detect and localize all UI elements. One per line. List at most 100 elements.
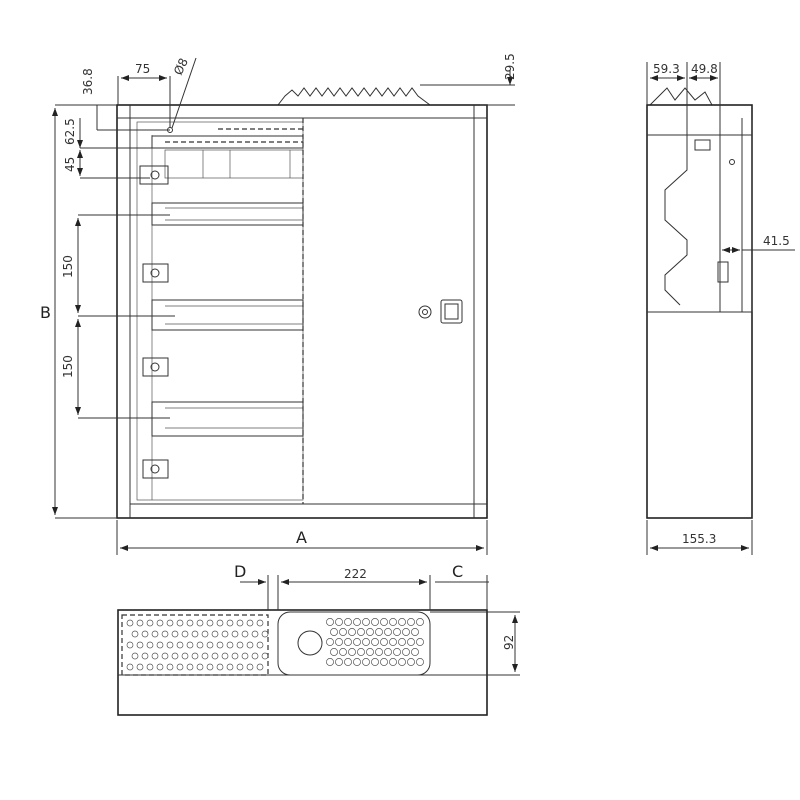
dim-label-d: D (234, 562, 246, 581)
gland-hole (389, 638, 397, 646)
vent-hole (236, 641, 244, 649)
vent-hole (231, 652, 239, 660)
vent-hole (241, 630, 249, 638)
vent-hole (176, 619, 184, 627)
vent-hole (176, 641, 184, 649)
gland-hole (384, 648, 392, 656)
gland-hole (353, 618, 361, 626)
vent-hole (146, 663, 154, 671)
vent-hole (236, 663, 244, 671)
vent-hole (161, 652, 169, 660)
vent-hole (156, 663, 164, 671)
vent-hole (221, 652, 229, 660)
dim-36-8: 36.8 (81, 68, 95, 95)
gland-hole (339, 648, 347, 656)
gland-hole (357, 648, 365, 656)
vent-hole (226, 663, 234, 671)
vent-hole (176, 663, 184, 671)
dim-41-5: 41.5 (763, 234, 790, 248)
gland-hole (407, 618, 415, 626)
dim-62-5: 62.5 (63, 118, 77, 145)
vent-hole (161, 630, 169, 638)
lock-icon (418, 305, 432, 319)
vent-hole (151, 630, 159, 638)
gland-hole (344, 618, 352, 626)
gland-hole (402, 628, 410, 636)
vent-hole (201, 630, 209, 638)
vent-hole (261, 652, 269, 660)
gland-hole (330, 628, 338, 636)
bottom-body (117, 609, 488, 716)
vent-hole (146, 641, 154, 649)
gland-hole (375, 628, 383, 636)
gland-hole (371, 618, 379, 626)
gland-hole (389, 658, 397, 666)
gland-hole (326, 618, 334, 626)
vent-hole (261, 630, 269, 638)
vent-hole (256, 641, 264, 649)
door-handle (440, 299, 463, 324)
gland-hole (353, 638, 361, 646)
vent-hole (146, 619, 154, 627)
vent-hole (181, 652, 189, 660)
gland-hole (411, 628, 419, 636)
dim-49-8: 49.8 (691, 62, 718, 76)
vent-hole (221, 630, 229, 638)
vent-hole (136, 641, 144, 649)
vent-hole (236, 619, 244, 627)
gland-hole (380, 638, 388, 646)
side-view: 59.3 49.8 41.5 155.3 (646, 62, 795, 555)
vent-hole (131, 630, 139, 638)
vent-hole (156, 619, 164, 627)
vent-hole (166, 619, 174, 627)
gland-hole (380, 618, 388, 626)
din-rail-2 (151, 299, 304, 331)
gland-hole (380, 658, 388, 666)
gland-hole (344, 658, 352, 666)
vent-hole (256, 663, 264, 671)
vent-hole (156, 641, 164, 649)
vent-hole (126, 663, 134, 671)
vent-hole (141, 652, 149, 660)
dim-label-a: A (296, 528, 307, 547)
gland-holes (326, 618, 424, 666)
dim-150-lower: 150 (61, 355, 75, 378)
gland-hole (393, 628, 401, 636)
vent-hole (246, 641, 254, 649)
vent-hole (256, 619, 264, 627)
gland-hole (348, 628, 356, 636)
gland-hole (326, 638, 334, 646)
vent-hole (211, 652, 219, 660)
gland-hole (326, 658, 334, 666)
vent-hole (186, 641, 194, 649)
vent-hole (251, 630, 259, 638)
gland-hole (398, 638, 406, 646)
gland-hole (353, 658, 361, 666)
gland-hole (362, 618, 370, 626)
dim-label-c: C (452, 562, 463, 581)
gland-hole (335, 618, 343, 626)
vent-area (121, 614, 269, 676)
gland-hole (330, 648, 338, 656)
vent-hole (196, 619, 204, 627)
gland-hole (416, 618, 424, 626)
gland-hole (398, 618, 406, 626)
vent-hole (206, 641, 214, 649)
gland-hole (407, 638, 415, 646)
dim-150-upper: 150 (61, 255, 75, 278)
gland-hole (398, 658, 406, 666)
gland-hole (366, 648, 374, 656)
dim-diameter-8: Ø8 (171, 56, 191, 77)
vent-hole (226, 619, 234, 627)
gland-hole (339, 628, 347, 636)
gland-hole (416, 638, 424, 646)
gland-hole (375, 648, 383, 656)
dim-222: 222 (344, 567, 367, 581)
gland-hole (366, 628, 374, 636)
vent-hole (136, 619, 144, 627)
cable-gland-plate (277, 611, 431, 676)
vent-hole (171, 630, 179, 638)
vent-hole (186, 619, 194, 627)
